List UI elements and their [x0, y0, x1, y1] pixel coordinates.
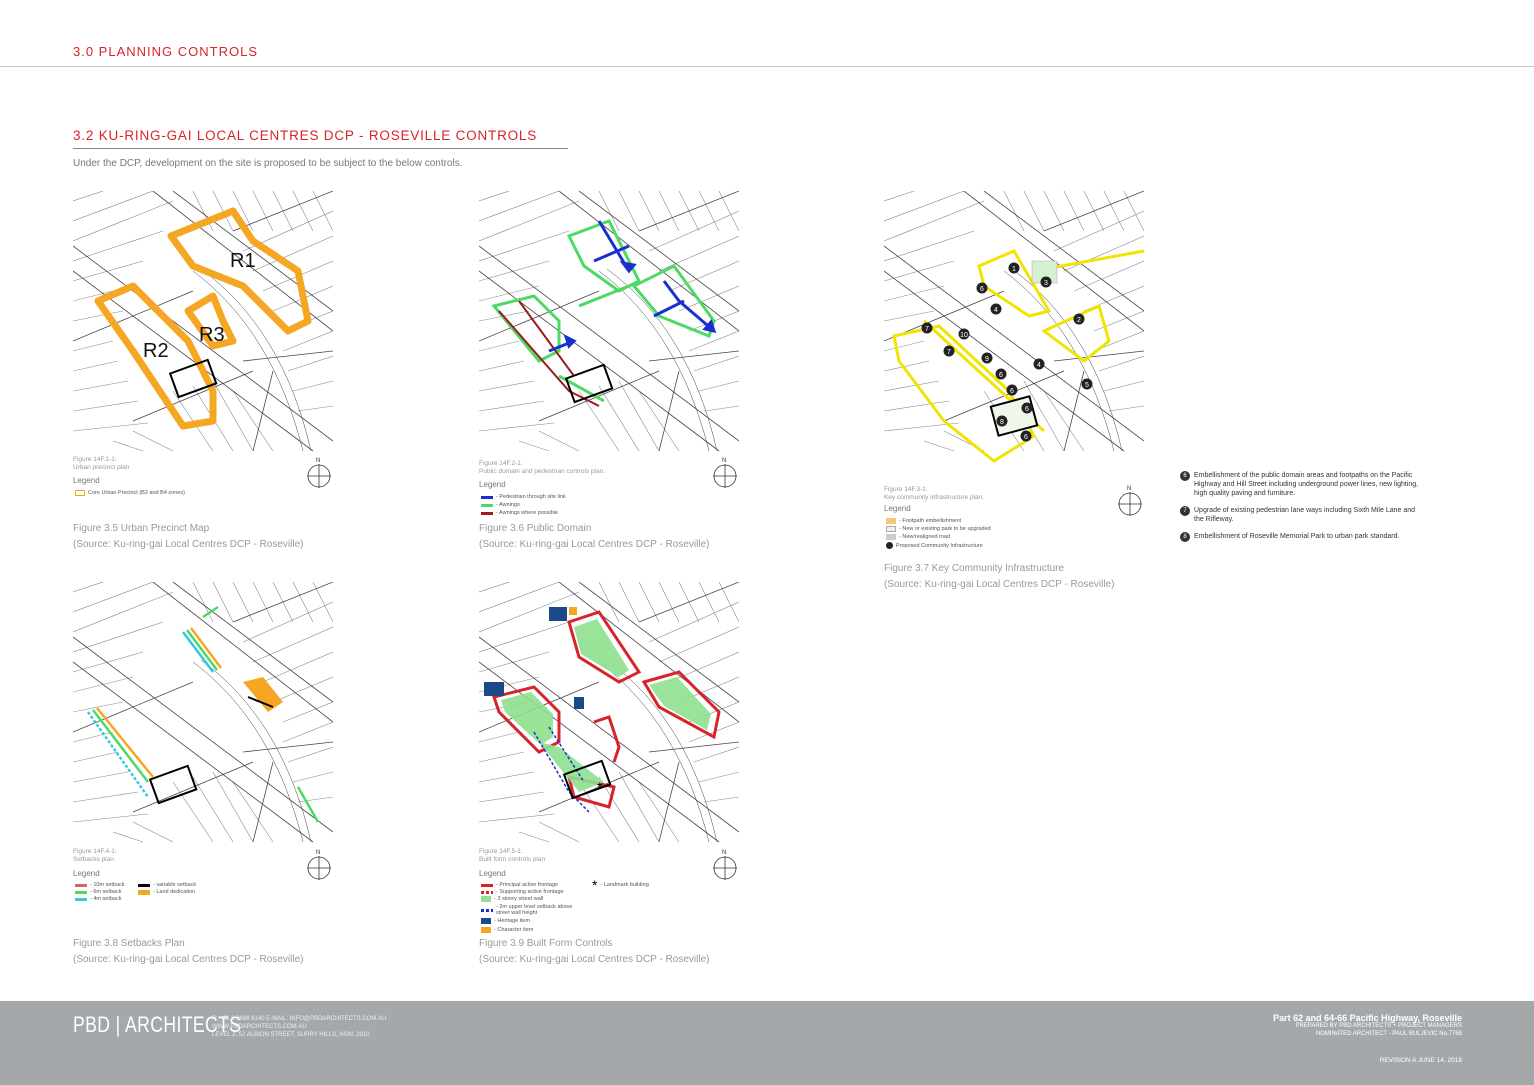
fig38-caption: Figure 3.8 Setbacks Plan(Source: Ku-ring… — [73, 938, 304, 965]
fig37-caption: Figure 3.7 Key Community Infrastructure(… — [884, 563, 1115, 590]
fig36-caption: Figure 3.6 Public Domain(Source: Ku-ring… — [479, 523, 710, 550]
svg-text:10: 10 — [960, 332, 968, 339]
svg-text:4: 4 — [994, 307, 998, 314]
page-header-title: 3.0 PLANNING CONTROLS — [73, 44, 258, 59]
footer-project-info: Part 62 and 64-66 Pacific Highway, Rosev… — [1273, 1013, 1462, 1038]
urban-precinct-map: R1 R2 R3 — [73, 191, 333, 453]
section-divider — [73, 148, 568, 149]
fig37-legend-item: - Footpath embellishment — [886, 518, 961, 524]
fig38-legend-item: - 4m setback — [75, 896, 121, 902]
svg-text:6: 6 — [999, 372, 1003, 379]
revision-label: REVISION A JUNE 14, 2018 — [1379, 1057, 1462, 1064]
fig39-legend-item: - Character item — [481, 927, 533, 933]
north-arrow-icon — [306, 849, 332, 881]
fig38-legend-heading: Legend — [73, 869, 100, 878]
north-arrow-icon — [712, 849, 738, 881]
prepared-by: PREPARED BY PBD ARCHITECTS + PROJECT MAN… — [1295, 1023, 1462, 1029]
fig36-legend-item: - Awnings — [481, 502, 520, 508]
svg-text:6: 6 — [1025, 406, 1029, 413]
fig35-caption: Figure 3.5 Urban Precinct Map(Source: Ku… — [73, 523, 304, 550]
svg-text:3: 3 — [1044, 280, 1048, 287]
zone-label-r3: R3 — [199, 324, 225, 346]
fig38-legend-item: - Land dedication — [138, 889, 195, 895]
fig39-legend-item: - 3 storey street wall — [481, 896, 543, 902]
zone-label-r1: R1 — [230, 250, 256, 272]
fig39-legend-heading: Legend — [479, 869, 506, 878]
svg-text:8: 8 — [1000, 419, 1004, 426]
svg-text:7: 7 — [947, 349, 951, 356]
fig36-legend-item: - Pedestrian through site link — [481, 494, 566, 500]
key-community-infrastructure-map: 1 3 6 4 2 7 10 7 9 4 6 5 6 6 8 6 — [884, 191, 1144, 481]
company-logo: PBD | ARCHITECTS — [73, 1012, 242, 1037]
fig38-legend-item: - 10m setback — [75, 882, 125, 888]
fig39-legend-item: - Principal active frontage — [481, 882, 558, 888]
svg-text:5: 5 — [1085, 382, 1089, 389]
public-domain-map — [479, 191, 739, 453]
svg-text:6: 6 — [1024, 434, 1028, 441]
built-form-controls-map: * — [479, 582, 739, 844]
svg-text:*: * — [597, 779, 603, 795]
svg-text:7: 7 — [925, 326, 929, 333]
section-intro: Under the DCP, development on the site i… — [73, 158, 463, 169]
fig37-legend-item: Proposed Community Infrastructure — [886, 542, 983, 549]
svg-text:2: 2 — [1077, 317, 1081, 324]
fig38-legend-item: - variable setback — [138, 882, 196, 888]
header-divider — [0, 66, 1534, 67]
fig35-legend-item: Core Urban Precinct (B2 and B4 zones) — [75, 490, 185, 496]
north-arrow-icon — [306, 457, 332, 489]
setbacks-map — [73, 582, 333, 844]
fig38-plan-label: Figure 14F.4-1:Setbacks plan. — [73, 848, 117, 863]
fig39-plan-label: Figure 14F.5-1:Built form controls plan — [479, 848, 546, 863]
fig37-legend-item: - New/realigned road — [886, 534, 950, 540]
svg-text:6: 6 — [980, 286, 984, 293]
fig39-caption: Figure 3.9 Built Form Controls(Source: K… — [479, 938, 710, 965]
fig37-legend-item: - New or existing park to be upgraded — [886, 526, 991, 532]
fig35-legend-heading: Legend — [73, 476, 100, 485]
fig36-legend-item: - Awnings where possible — [481, 510, 558, 516]
fig39-legend-item: - Heritage item — [481, 918, 530, 924]
fig37-plan-label: Figure 14F.3-1:Key community infrastruct… — [884, 486, 985, 501]
fig36-legend-heading: Legend — [479, 480, 506, 489]
fig39-legend-item: - Supporting active frontage — [481, 889, 564, 895]
project-title: Part 62 and 64-66 Pacific Highway, Rosev… — [1273, 1013, 1462, 1023]
fig37-legend-heading: Legend — [884, 504, 911, 513]
zone-label-r2: R2 — [143, 340, 169, 362]
nominated-architect: NOMINATED ARCHITECT - PAUL BULJEVIC No.7… — [1315, 1030, 1462, 1037]
north-arrow-icon — [1117, 485, 1143, 517]
section-title: 3.2 KU-RING-GAI LOCAL CENTRES DCP - ROSE… — [73, 128, 538, 143]
svg-text:4: 4 — [1037, 362, 1041, 369]
fig38-legend-item: - 6m setback — [75, 889, 121, 895]
footer-bar — [0, 1001, 1534, 1085]
fig36-plan-label: Figure 14F.2-1:Public domain and pedestr… — [479, 460, 606, 475]
fig35-plan-label: Figure 14F.1-1:Urban precinct plan — [73, 456, 130, 471]
svg-text:1: 1 — [1012, 266, 1016, 273]
svg-text:9: 9 — [985, 356, 989, 363]
svg-text:6: 6 — [1010, 388, 1014, 395]
north-arrow-icon — [712, 457, 738, 489]
footer-contact: P: +61 2 9698 8140 E-MAIL: INFO@PBDARCHI… — [212, 1016, 387, 1038]
fig39-legend-item: *- Landmark building — [592, 877, 649, 893]
fig39-legend-item: - 2m upper level setback above street wa… — [481, 904, 586, 916]
